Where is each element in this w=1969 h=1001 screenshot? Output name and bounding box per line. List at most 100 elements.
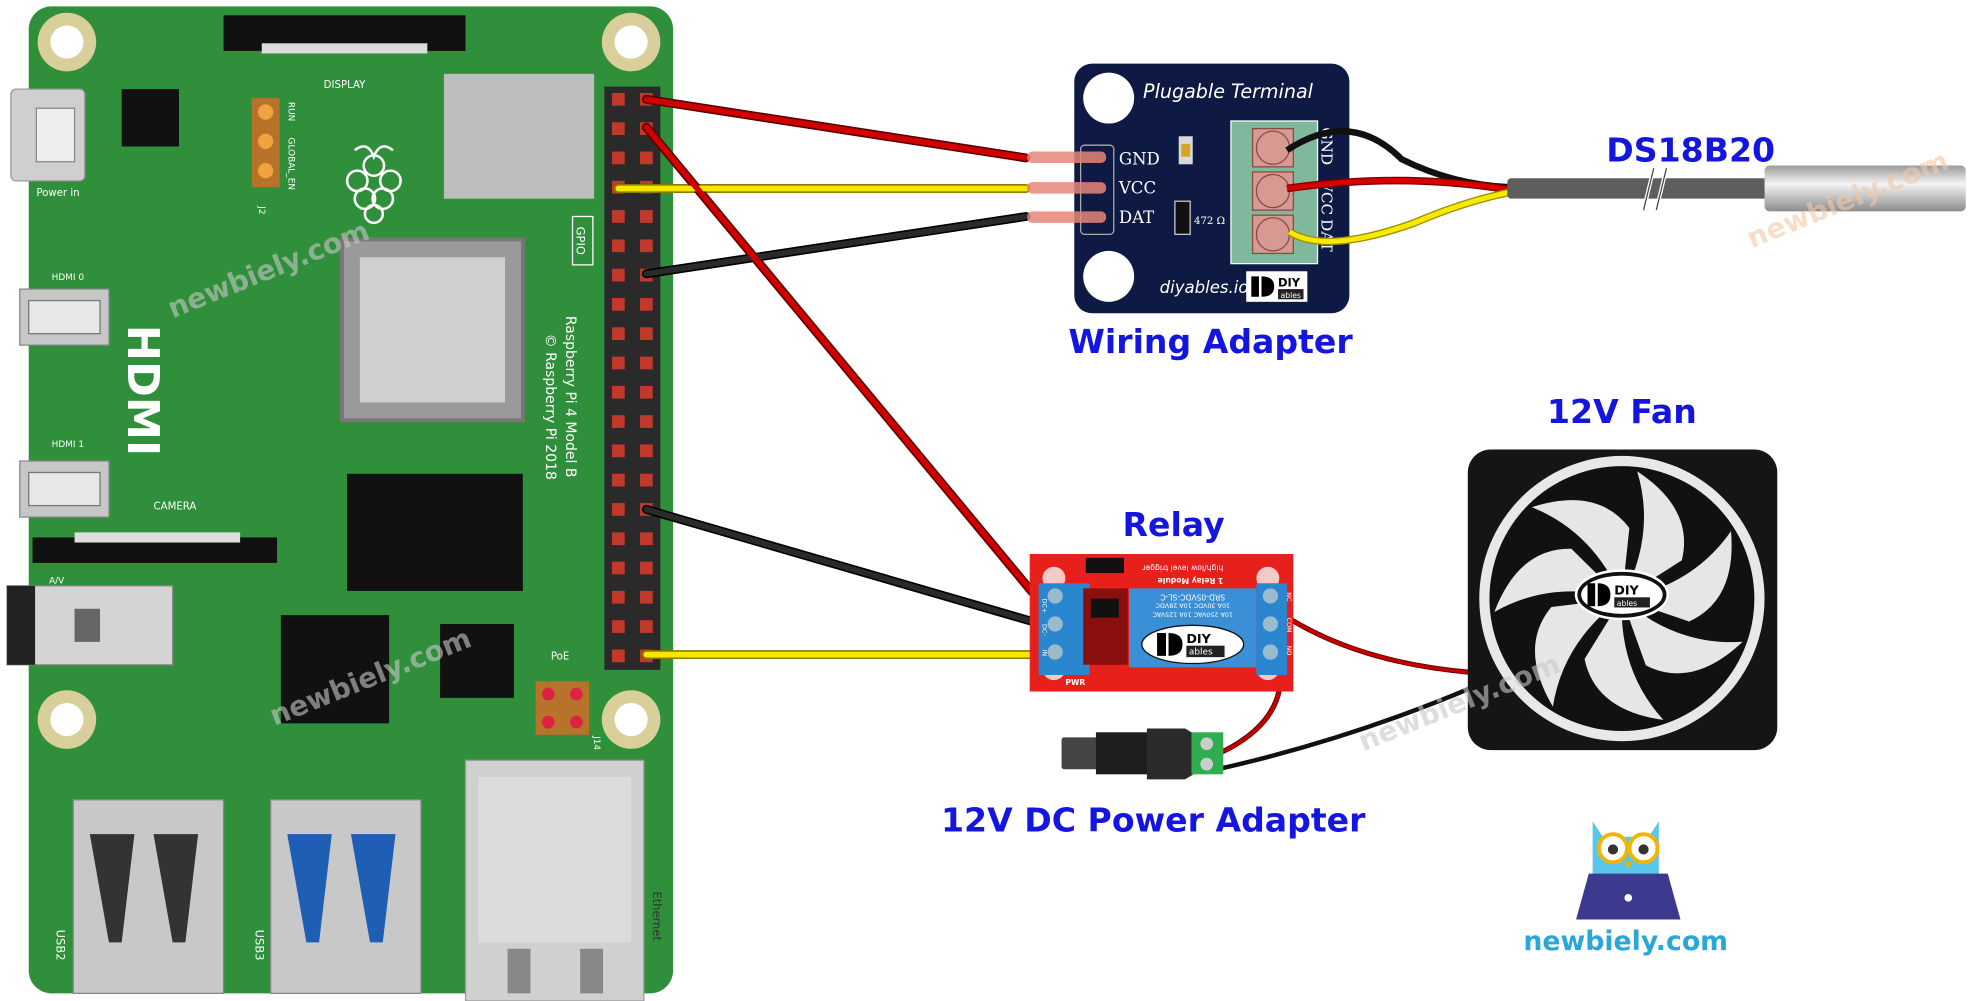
adapter-title: Plugable Terminal [1143, 80, 1314, 103]
gpio-pin [640, 561, 653, 575]
sensor-cable [1507, 178, 1769, 199]
gpio-pin [611, 239, 625, 253]
av-label: A/V [49, 576, 65, 586]
newbiely-site: newbiely.com [1523, 926, 1728, 957]
fan-blade [1535, 598, 1622, 707]
hdmi-label: HDMI [117, 325, 167, 456]
fan-12v: 12V Fan DIY ables [1467, 392, 1778, 751]
gpio-pin [640, 590, 653, 604]
ethernet-port: Ethernet [464, 759, 664, 1001]
gpio-pin [611, 561, 625, 575]
gpio-pin [611, 590, 625, 604]
fan-blade [1531, 500, 1630, 599]
relay-label: Relay [1123, 505, 1225, 544]
pin-dat-label: DAT [1119, 208, 1154, 227]
gpio-pin [640, 356, 653, 370]
usb2-label: USB2 [54, 930, 68, 961]
gpio-pin [640, 620, 653, 633]
gpio-header [604, 86, 661, 670]
gpio-pin [611, 210, 625, 223]
svg-text:ables: ables [1617, 599, 1637, 608]
gpio-pin [640, 327, 653, 341]
gpio-pin [611, 532, 625, 546]
relay-module: Relay high/low level trigger 1 Relay Mod… [1029, 505, 1294, 692]
gpio-pin [611, 356, 625, 370]
gpio-pin [611, 122, 625, 135]
mounting-holes [37, 12, 661, 749]
fan-blade [1584, 598, 1664, 720]
gpio-pin [640, 532, 653, 546]
gpio-pin [611, 503, 625, 516]
svg-text:DIY: DIY [1186, 632, 1211, 647]
gpio-pin [640, 239, 653, 253]
pin-nc: NC [1285, 592, 1292, 602]
pin-gnd-label: GND [1119, 149, 1160, 168]
gpio-pin [640, 444, 653, 458]
owl-icon [1576, 821, 1681, 920]
diyables-logo-icon: DIY ables [1574, 569, 1670, 621]
pin-dc-minus: DC- [1040, 624, 1047, 636]
model-label: Raspberry Pi 4 Model B [562, 316, 578, 478]
resistor-label: 472 Ω [1194, 216, 1225, 227]
gpio-pin [640, 473, 653, 487]
run-label: RUN [286, 102, 296, 121]
ds18b20-label: DS18B20 [1606, 131, 1775, 170]
poe-label: PoE [551, 652, 569, 663]
newbiely-logo: newbiely.com [1523, 821, 1728, 957]
fan-blade [1494, 548, 1622, 613]
j14-label: J14 [591, 735, 601, 750]
gpio-pin [611, 385, 625, 399]
gpio-pin [611, 268, 625, 282]
relay-model: SRD-05VDC-SL-C [1160, 593, 1225, 602]
usb3-label: USB3 [252, 930, 266, 961]
pin-in: IN [1040, 650, 1047, 657]
usb3-ports: USB3 [252, 799, 422, 994]
relay-rating2: 10A 30VDC 10A 28VDC [1155, 602, 1230, 609]
diyables-logo-icon: DIY ables [1246, 271, 1308, 302]
gpio-pin [611, 298, 625, 311]
resistor [1174, 200, 1191, 235]
svg-text:ables: ables [1189, 648, 1213, 658]
ds18b20-sensor: DS18B20 [1285, 128, 1966, 246]
gpio-pin [640, 210, 653, 223]
ethernet-label: Ethernet [650, 891, 664, 941]
terminal-dat-label: DAT [1317, 219, 1335, 252]
diyables-logo-icon: DIY ables [1141, 624, 1245, 665]
usb2-ports: USB2 [54, 799, 225, 994]
gpio-pin [611, 92, 625, 106]
display-label: DISPLAY [324, 80, 366, 91]
gpio-pin [611, 649, 625, 663]
relay-title: 1 Relay Module [1158, 576, 1224, 585]
relay-subtitle: high/low level trigger [1141, 563, 1223, 572]
wiring-adapter: Plugable Terminal GND VCC DAT 472 Ω GND … [1027, 63, 1353, 361]
svg-text:ables: ables [1281, 291, 1301, 300]
adapter-brand: diyables.io [1160, 278, 1249, 297]
j2-label: J2 [256, 205, 266, 214]
global-en-label: GLOBAL_EN [286, 138, 296, 190]
gpio-label: GPIO [573, 227, 587, 255]
gpio-pin [611, 415, 625, 428]
gpio-pin [611, 473, 625, 487]
copyright-label: © Raspberry Pi 2018 [542, 334, 558, 480]
raspberry-logo-icon [345, 145, 402, 225]
sensor-probe [1764, 165, 1966, 212]
power-adapter-label: 12V DC Power Adapter [941, 801, 1366, 840]
gpio-pin [611, 327, 625, 341]
camera-label: CAMERA [154, 501, 197, 512]
power-in-label: Power in [36, 188, 79, 199]
gpio-pin [611, 620, 625, 633]
pin-vcc-label: VCC [1118, 179, 1156, 198]
dc-power-adapter: 12V DC Power Adapter [941, 728, 1366, 840]
wires [613, 94, 1475, 771]
gpio-pin [611, 444, 625, 458]
gpio-pin [640, 298, 653, 311]
gpio-pin [611, 151, 625, 165]
pin-dc-plus: DC+ [1040, 599, 1047, 614]
pin-no: NO [1285, 646, 1292, 656]
hdmi-ports: HDMI 0 HDMI 1 [19, 273, 110, 518]
gpio-pin [640, 415, 653, 428]
relay-rating1: 10A 250VAC 10A 125VAC [1152, 611, 1233, 618]
pwr-label: PWR [1065, 678, 1085, 687]
relay-input-terminal [1038, 583, 1090, 675]
